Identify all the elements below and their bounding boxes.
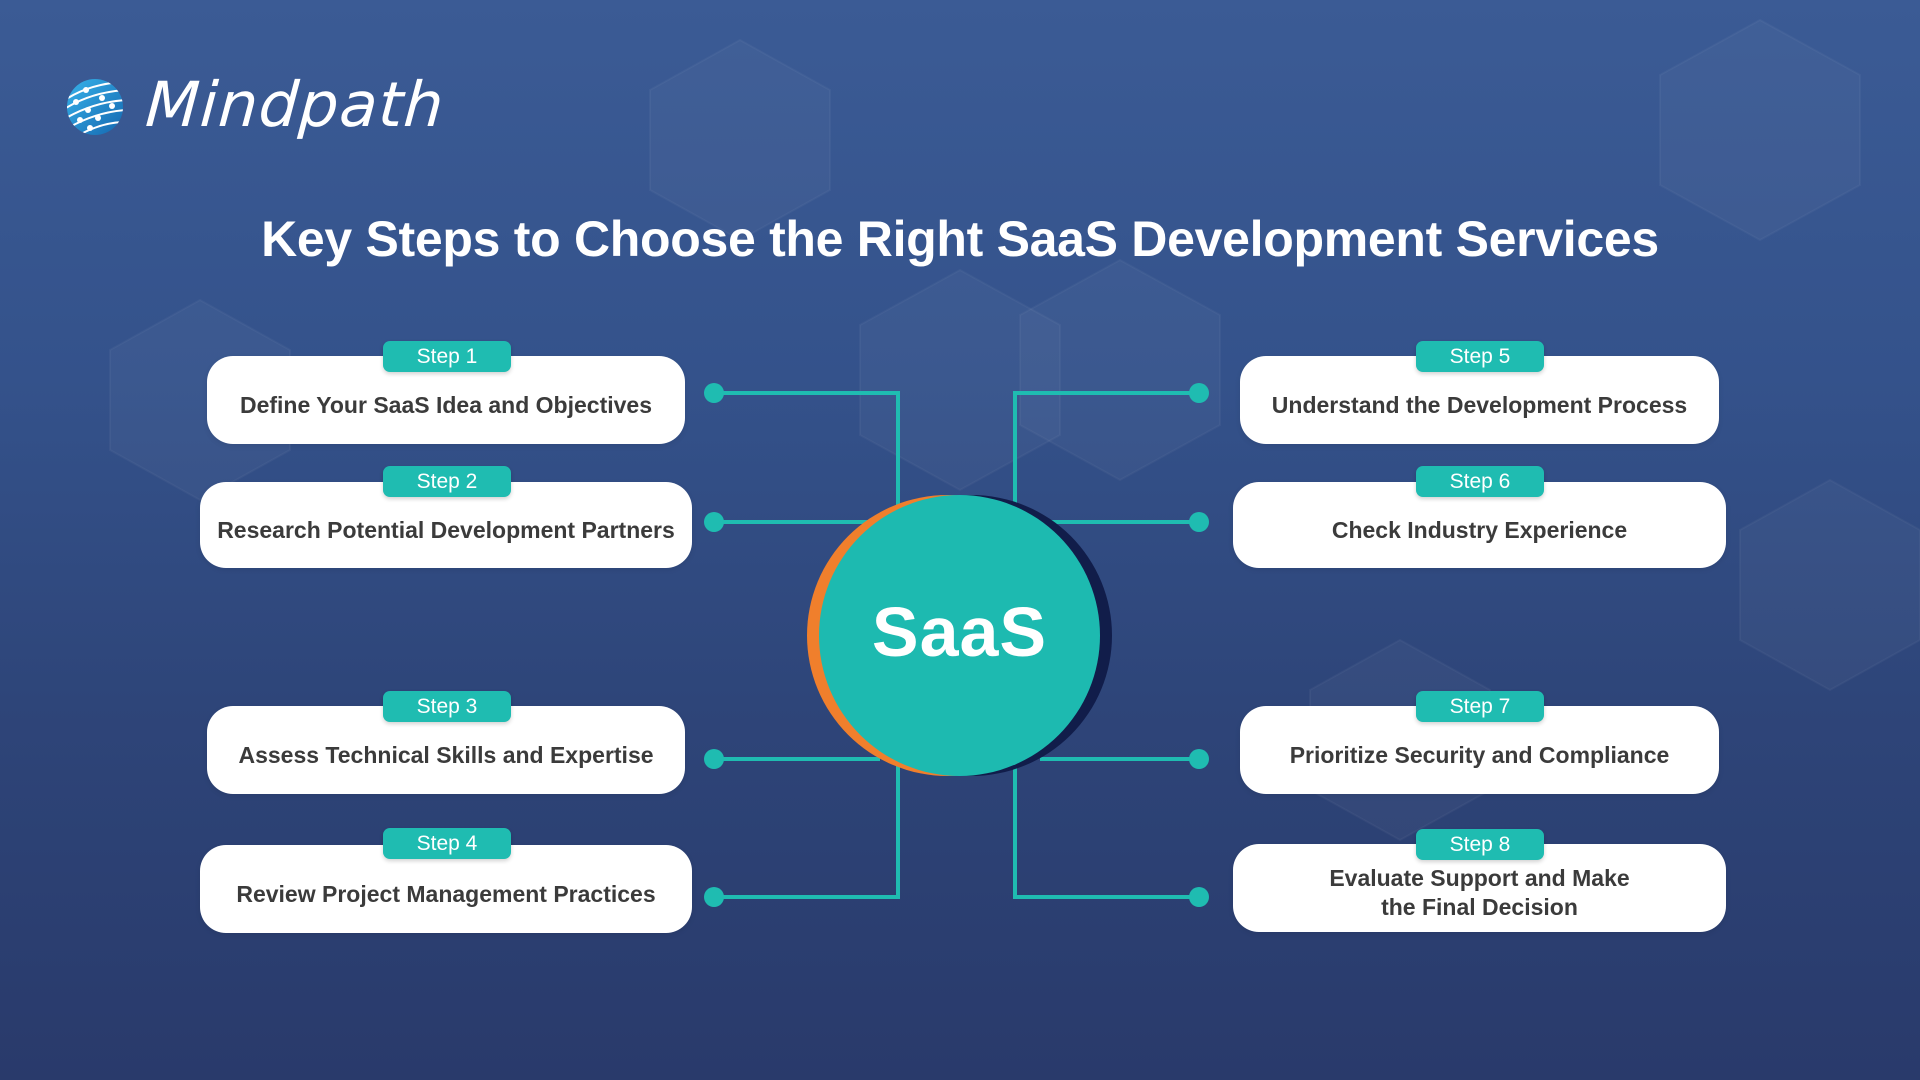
step-text: Assess Technical Skills and Expertise bbox=[238, 741, 654, 768]
connector-dot-step-2 bbox=[704, 512, 724, 532]
step-card-1: Define Your SaaS Idea and Objectives bbox=[207, 356, 685, 444]
connector-dot-step-8 bbox=[1189, 887, 1209, 907]
step-text: Prioritize Security and Compliance bbox=[1289, 741, 1670, 768]
connector-dot-step-3 bbox=[704, 749, 724, 769]
step-text: Check Industry Experience bbox=[1331, 516, 1628, 543]
connector-dot-step-5 bbox=[1189, 383, 1209, 403]
step-card-7: Prioritize Security and Compliance bbox=[1240, 706, 1719, 794]
hub-teal-core: SaaS bbox=[819, 495, 1100, 776]
step-badge-4: Step 4 bbox=[383, 828, 511, 859]
step-card-6: Check Industry Experience bbox=[1233, 482, 1726, 568]
step-badge-6: Step 6 bbox=[1416, 466, 1544, 497]
connector-dot-step-6 bbox=[1189, 512, 1209, 532]
connector-dot-step-1 bbox=[704, 383, 724, 403]
step-badge-8: Step 8 bbox=[1416, 829, 1544, 860]
step-text: Research Potential Development Partners bbox=[217, 516, 675, 543]
hub-label: SaaS bbox=[871, 592, 1048, 671]
step-badge-7: Step 7 bbox=[1416, 691, 1544, 722]
globe-network-icon bbox=[67, 79, 123, 135]
step-text: Understand the Development Process bbox=[1271, 391, 1688, 418]
step-badge-2: Step 2 bbox=[383, 466, 511, 497]
step-card-4: Review Project Management Practices bbox=[200, 845, 692, 933]
brand-logo: Mindpath bbox=[66, 68, 447, 141]
step-text: Evaluate Support and Make the Final Deci… bbox=[1329, 865, 1630, 920]
step-text: Define Your SaaS Idea and Objectives bbox=[239, 391, 653, 418]
saas-hub-circle: SaaS bbox=[807, 495, 1112, 776]
step-badge-3: Step 3 bbox=[383, 691, 511, 722]
connector-dot-step-4 bbox=[704, 887, 724, 907]
step-card-8: Evaluate Support and Make the Final Deci… bbox=[1233, 844, 1726, 932]
step-badge-1: Step 1 bbox=[383, 341, 511, 372]
connector-dot-step-7 bbox=[1189, 749, 1209, 769]
step-badge-5: Step 5 bbox=[1416, 341, 1544, 372]
page-title: Key Steps to Choose the Right SaaS Devel… bbox=[261, 211, 1659, 267]
step-text: Review Project Management Practices bbox=[236, 880, 656, 907]
